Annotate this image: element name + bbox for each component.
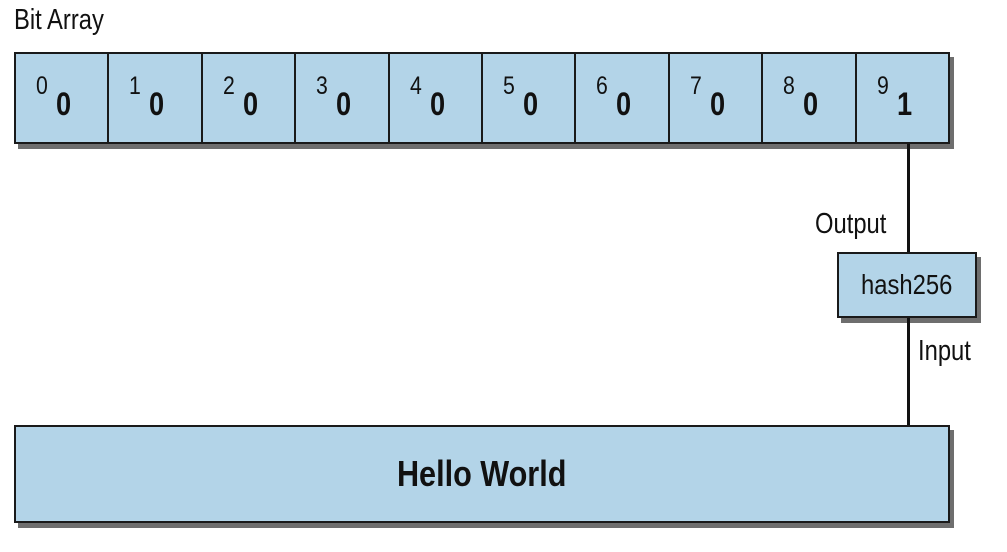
bit-index: 0 (36, 72, 48, 100)
bit-cell-1: 1 0 (107, 52, 203, 144)
bit-value: 0 (149, 86, 165, 122)
output-connector-line (907, 144, 910, 253)
bit-value: 0 (616, 86, 632, 122)
bit-value: 0 (242, 86, 258, 122)
bit-cell-7: 7 0 (667, 52, 764, 144)
bit-cell-0: 0 0 (14, 52, 110, 144)
bit-index: 5 (503, 72, 515, 100)
bit-cell-9: 9 1 (854, 52, 951, 144)
bit-index: 1 (129, 72, 142, 100)
bit-index: 4 (409, 72, 422, 100)
bit-index: 9 (876, 72, 889, 100)
bit-cell-5: 5 0 (481, 52, 577, 144)
bit-value: 0 (429, 86, 445, 122)
input-value-box: Hello World (14, 425, 950, 523)
input-label: Input (918, 335, 971, 367)
bit-cell-2: 2 0 (200, 52, 297, 144)
bit-value: 1 (896, 86, 912, 122)
bit-value: 0 (709, 86, 725, 122)
bit-cell-4: 4 0 (387, 52, 484, 144)
bit-value: 0 (56, 86, 72, 122)
bit-index: 8 (783, 72, 796, 100)
bit-cell-8: 8 0 (761, 52, 857, 144)
bit-array: 0 0 1 0 2 0 3 0 4 0 5 0 6 0 7 0 8 0 9 1 (14, 52, 951, 144)
hash-function-label: hash256 (861, 269, 953, 300)
hash-function-box: hash256 (837, 252, 977, 318)
bit-value: 0 (803, 86, 819, 122)
bit-cell-3: 3 0 (294, 52, 390, 144)
bit-value: 0 (523, 86, 539, 122)
bit-index: 7 (689, 72, 702, 100)
bit-index: 6 (596, 72, 609, 100)
bit-value: 0 (336, 86, 352, 122)
bit-cell-6: 6 0 (574, 52, 670, 144)
input-value-text: Hello World (397, 453, 567, 494)
bit-index: 3 (316, 72, 329, 100)
bit-array-title: Bit Array (14, 4, 104, 36)
bit-index: 2 (222, 72, 235, 100)
output-label: Output (815, 208, 887, 240)
input-connector-line (907, 318, 910, 426)
